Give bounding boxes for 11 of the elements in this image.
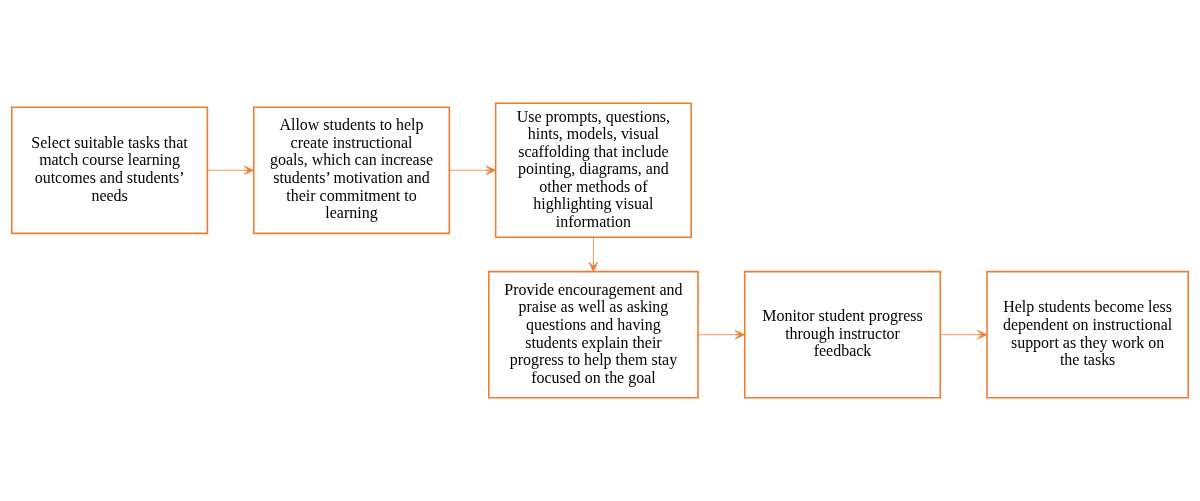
arrow bbox=[940, 330, 988, 340]
node-box: Use prompts, questions, hints, models, visual scaffolding that include pointing, diagrams, and other methods of highlighting visual information bbox=[494, 102, 692, 239]
arrow bbox=[697, 330, 745, 340]
node-box: Help students become less dependent on instructional support as they work on the tasks bbox=[986, 270, 1190, 399]
node-box: Allow students to help create instructional goals, which can increase students’ motivation and their commitment to learning bbox=[252, 106, 451, 235]
arrow bbox=[207, 165, 254, 175]
node-box: Monitor student progress through instructor feedback bbox=[743, 270, 942, 399]
node-box: Select suitable tasks that match course learning outcomes and students’ needs bbox=[10, 106, 209, 235]
arrow bbox=[448, 165, 496, 175]
node-box: Provide encouragement and praise as well as asking questions and having students explain their progress to help them stay focused on the goal bbox=[488, 270, 699, 399]
arrow bbox=[588, 237, 599, 272]
